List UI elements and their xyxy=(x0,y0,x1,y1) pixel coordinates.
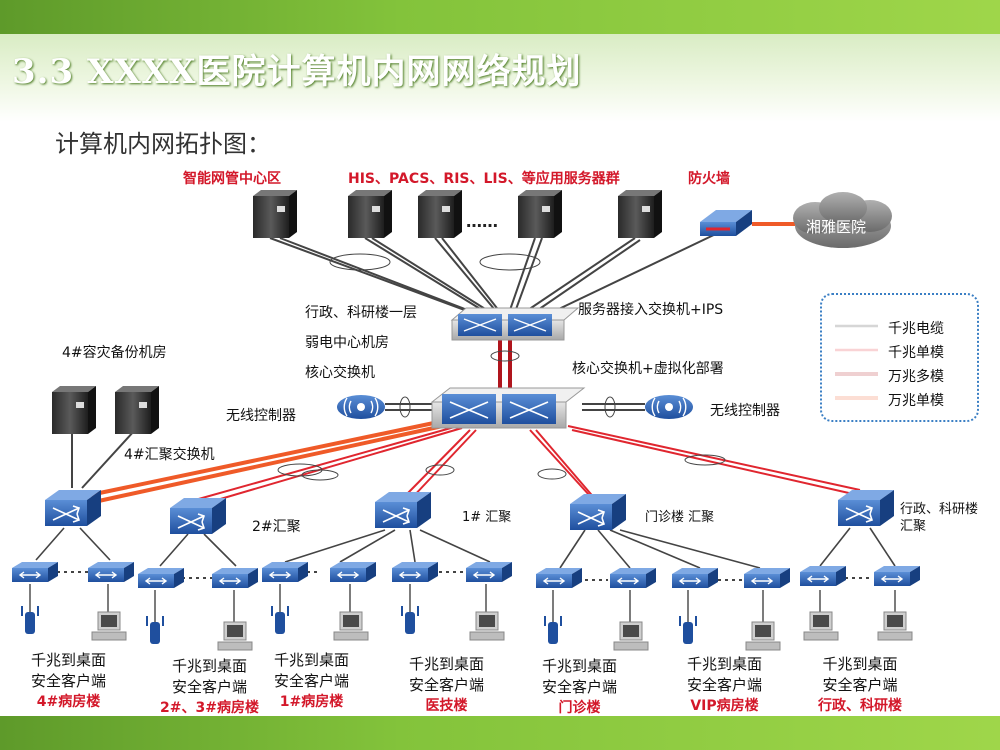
wlc-right-icon xyxy=(644,394,694,420)
agg-switch-1-icon xyxy=(374,491,432,529)
client-line2: 安全客户端 xyxy=(171,678,247,696)
app-server-1-icon xyxy=(348,190,392,238)
building-label: 4#病房楼 xyxy=(36,694,101,710)
client-group-3: 千兆到桌面 安全客户端 1#病房楼 xyxy=(274,650,349,713)
outpatient-agg-label: 门诊楼 汇聚 xyxy=(645,510,715,525)
client-line2: 安全客户端 xyxy=(822,676,898,694)
backup-room-label: 4#容灾备份机房 xyxy=(62,345,167,361)
client-group-2: 千兆到桌面 安全客户端 2#、3#病房楼 xyxy=(160,656,259,719)
core-location-3: 核心交换机 xyxy=(305,365,375,381)
core-switch-icon xyxy=(430,387,586,429)
nms-zone-label: 智能网管中心区 xyxy=(183,171,281,187)
backup-server-1-icon xyxy=(52,386,96,434)
client-line2: 安全客户端 xyxy=(31,672,107,690)
agg-switch-4-icon xyxy=(44,489,102,527)
legend-label-2: 千兆单模 xyxy=(888,345,944,361)
client-line1: 千兆到桌面 xyxy=(274,651,350,669)
building-label: 医技楼 xyxy=(425,698,468,714)
server-ellipsis: …… xyxy=(466,212,498,231)
client-group-6: 千兆到桌面 安全客户端 VIP病房楼 xyxy=(687,654,762,717)
client-group-1: 千兆到桌面 安全客户端 4#病房楼 xyxy=(31,650,106,713)
page-subtitle: 计算机内网拓扑图： xyxy=(55,130,271,158)
client-group-7: 千兆到桌面 安全客户端 行政、科研楼 xyxy=(818,654,902,717)
pc-icons xyxy=(91,611,913,651)
agg-switch-outpatient-icon xyxy=(569,493,627,531)
building-label: 行政、科研楼 xyxy=(818,698,902,714)
building-label: 2#、3#病房楼 xyxy=(160,700,259,716)
agg-switch-admin-icon xyxy=(837,489,895,527)
agg1-label: 1# 汇聚 xyxy=(462,510,512,525)
legend xyxy=(820,293,979,422)
core-location-2: 弱电中心机房 xyxy=(305,335,389,351)
wlc-left-label: 无线控制器 xyxy=(226,408,296,424)
core-location-1: 行政、科研楼一层 xyxy=(305,305,417,321)
page-title: 3.3 XXXX医院计算机内网网络规划 xyxy=(12,52,582,92)
server-group-label: HIS、PACS、RIS、LIS、等应用服务器群 xyxy=(348,171,620,187)
firewall-label: 防火墙 xyxy=(688,171,730,187)
app-server-3-icon xyxy=(518,190,562,238)
client-line1: 千兆到桌面 xyxy=(171,657,247,675)
cloud-label: 湘雅医院 xyxy=(806,218,867,236)
client-group-5: 千兆到桌面 安全客户端 门诊楼 xyxy=(542,656,617,719)
firewall-icon xyxy=(700,210,752,236)
top-green-band xyxy=(0,0,1000,34)
client-line1: 千兆到桌面 xyxy=(409,655,485,673)
admin-agg-label-2: 汇聚 xyxy=(900,519,927,534)
legend-label-1: 千兆电缆 xyxy=(888,321,944,337)
client-line1: 千兆到桌面 xyxy=(822,655,898,673)
client-line1: 千兆到桌面 xyxy=(687,655,763,673)
agg-switch-2-icon xyxy=(169,497,227,535)
agg2-label: 2#汇聚 xyxy=(252,519,301,535)
legend-label-4: 万兆单模 xyxy=(888,393,944,409)
building-label: 1#病房楼 xyxy=(279,694,344,710)
admin-agg-label-1: 行政、科研楼 xyxy=(900,502,979,517)
wlc-right-label: 无线控制器 xyxy=(710,403,780,419)
client-line1: 千兆到桌面 xyxy=(542,657,618,675)
title-banner xyxy=(0,34,1000,122)
client-line1: 千兆到桌面 xyxy=(31,651,107,669)
access-switch-icons xyxy=(11,561,921,589)
cloud-icon xyxy=(793,192,892,248)
backup-agg-label: 4#汇聚交换机 xyxy=(124,447,215,463)
client-line2: 安全客户端 xyxy=(274,672,350,690)
bottom-green-band xyxy=(0,716,1000,750)
client-line2: 安全客户端 xyxy=(409,676,485,694)
app-server-2-icon xyxy=(418,190,462,238)
server-access-switch-icon xyxy=(450,307,580,341)
backup-server-2-icon xyxy=(115,386,159,434)
core-switch-label: 核心交换机+虚拟化部署 xyxy=(572,361,724,377)
building-label: VIP病房楼 xyxy=(690,698,759,714)
client-line2: 安全客户端 xyxy=(687,676,763,694)
server-links xyxy=(269,231,721,319)
client-line2: 安全客户端 xyxy=(542,678,618,696)
nms-server-icon xyxy=(253,190,297,238)
legend-label-3: 万兆多模 xyxy=(888,369,944,385)
app-server-4-icon xyxy=(618,190,662,238)
building-label: 门诊楼 xyxy=(558,700,601,716)
wlc-left-icon xyxy=(336,394,386,420)
server-switch-label: 服务器接入交换机+IPS xyxy=(578,302,724,318)
client-group-4: 千兆到桌面 安全客户端 医技楼 xyxy=(409,654,484,717)
